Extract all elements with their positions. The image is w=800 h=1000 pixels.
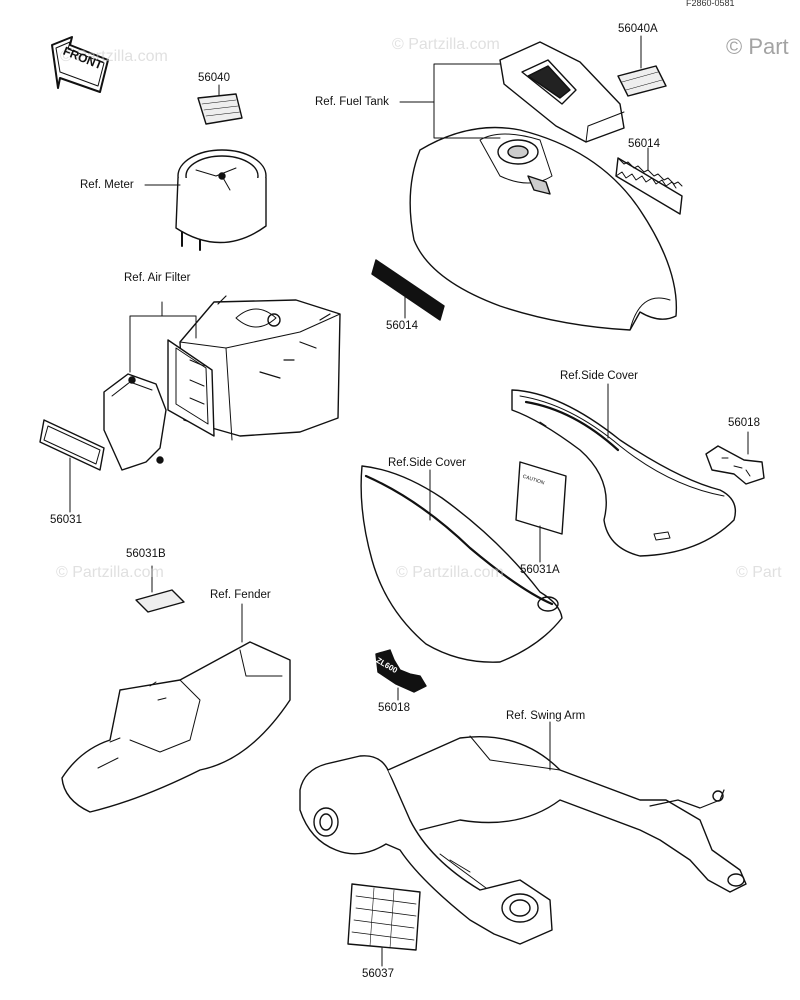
label-56031B: 56031B bbox=[126, 548, 166, 560]
label-56037: 56037 bbox=[362, 968, 394, 980]
label-56018-right: 56018 bbox=[728, 417, 760, 429]
label-56014-stripe: 56014 bbox=[628, 138, 660, 150]
fuel-tank-top-cover bbox=[499, 41, 625, 143]
decal-56018-right bbox=[705, 445, 765, 485]
fuel-tank bbox=[409, 126, 678, 331]
leader-air-filter bbox=[129, 301, 197, 373]
swing-arm bbox=[299, 735, 747, 945]
decal-56018-left bbox=[375, 649, 427, 693]
label-ref-side-cover-left: Ref.Side Cover bbox=[388, 457, 466, 469]
label-ref-meter: Ref. Meter bbox=[80, 179, 134, 191]
decal-56031B bbox=[135, 589, 185, 613]
side-cover-left bbox=[360, 465, 563, 663]
label-ref-side-cover-right: Ref.Side Cover bbox=[560, 370, 638, 382]
side-cover-right bbox=[511, 389, 737, 557]
label-ref-fuel-tank: Ref. Fuel Tank bbox=[315, 96, 389, 108]
watermark: © Partzilla.com bbox=[392, 36, 500, 53]
label-56031: 56031 bbox=[50, 514, 82, 526]
label-56040A: 56040A bbox=[618, 23, 658, 35]
watermark: © Partzilla.com bbox=[60, 48, 168, 65]
air-filter-cover bbox=[103, 373, 167, 471]
decal-56031 bbox=[39, 419, 105, 471]
label-56018-left: 56018 bbox=[378, 702, 410, 714]
watermark-edge: © Part bbox=[726, 34, 789, 59]
air-filter-box bbox=[167, 295, 341, 441]
watermark: © Partzilla.com bbox=[56, 564, 164, 581]
decal-56031A bbox=[515, 461, 567, 535]
label-ref-air-filter: Ref. Air Filter bbox=[124, 272, 191, 284]
label-ref-fender: Ref. Fender bbox=[210, 589, 271, 601]
label-56031A: 56031A bbox=[520, 564, 560, 576]
label-ref-swing-arm: Ref. Swing Arm bbox=[506, 710, 586, 722]
decal-56040 bbox=[197, 93, 243, 125]
watermark-edge: © Part bbox=[736, 564, 782, 581]
decal-56014-tank bbox=[371, 259, 445, 321]
label-56040: 56040 bbox=[198, 72, 230, 84]
leader-fuel-tank bbox=[399, 63, 501, 139]
decal-56037 bbox=[347, 883, 421, 951]
rear-fender bbox=[61, 641, 291, 813]
drawing-code: F2860-0581 bbox=[686, 0, 735, 8]
meter-assembly bbox=[175, 149, 267, 251]
front-arrow-icon bbox=[51, 36, 109, 93]
label-56014-tank: 56014 bbox=[386, 320, 418, 332]
decal-56014-stripe bbox=[615, 157, 683, 215]
decal-56040A bbox=[617, 65, 667, 97]
watermark: © Partzilla.com bbox=[396, 564, 504, 581]
